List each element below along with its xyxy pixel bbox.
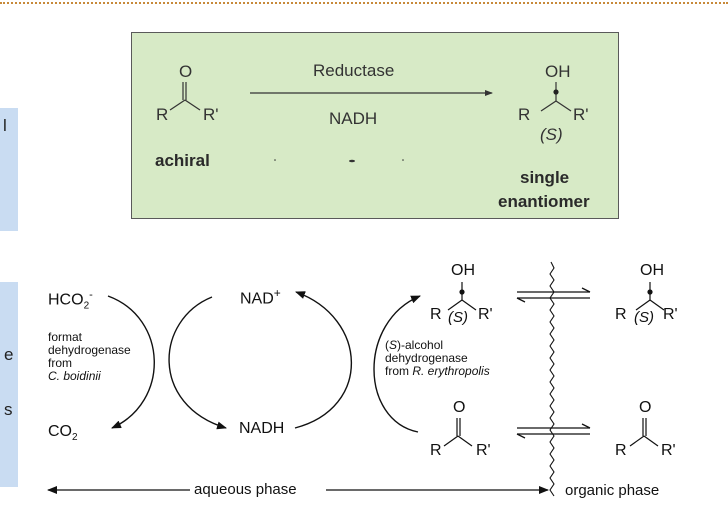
top-alcohol-r: R [518, 105, 531, 124]
organic-phase-label: organic phase [565, 482, 660, 499]
alcohol-right-s: (S) [634, 309, 654, 326]
ketone-left-bonds [443, 418, 473, 447]
ketone-to-alcohol-arc [373, 295, 421, 433]
aqueous-phase-label: aqueous phase [194, 481, 297, 498]
ketone-left-oxygen: O [453, 399, 466, 416]
side-panel-bottom-letter-1: e [4, 345, 14, 364]
top-dotted-border [0, 2, 728, 4]
top-alcohol-r-prime: R' [573, 105, 589, 124]
top-ketone-r-prime: R' [203, 105, 219, 124]
side-panel-bottom-letter-2: s [4, 400, 13, 419]
nad-plus-label: NAD+ [240, 286, 281, 308]
alcohol-left-s: (S) [448, 309, 468, 326]
enzyme2-label: (S)-alcohol dehydrogenase from R. erythr… [385, 338, 490, 378]
nadh-label: NADH [239, 420, 285, 437]
alcohol-right-bonds [635, 282, 665, 311]
nadh-to-nad-arc [294, 291, 353, 429]
enzyme1-label: format dehydrogenase from C. boidinii [48, 330, 131, 383]
top-ketone-oxygen: O [179, 62, 193, 81]
achiral-label: achiral [155, 151, 210, 170]
single-label: single [520, 168, 570, 187]
top-alcohol-bonds [540, 82, 572, 112]
top-alcohol-config: (S) [540, 125, 563, 144]
arc-to-nadh [168, 296, 227, 430]
ketone-right-r: R [615, 442, 627, 459]
co2-label: CO2 [48, 423, 78, 444]
ketone-right-r-prime: R' [661, 442, 676, 459]
alcohol-right-r: R [615, 306, 627, 323]
enantiomer-label: enantiomer [498, 192, 590, 211]
top-alcohol-stereo-dot [553, 89, 559, 95]
alcohol-left-r: R [430, 306, 442, 323]
side-panel-top-letter: l [3, 116, 7, 135]
phase-boundary [549, 261, 555, 497]
arrow-label-nadh: NADH [329, 109, 378, 128]
alcohol-left-oh: OH [451, 262, 475, 279]
side-panel-top [0, 108, 18, 231]
top-ketone-bonds [169, 82, 201, 111]
formate-label: HCO2- [48, 289, 93, 312]
side-panel-bottom [0, 282, 18, 487]
ketone-right-bonds [629, 418, 659, 447]
alcohol-left-bonds [447, 282, 477, 311]
alcohol-right-oh: OH [640, 262, 664, 279]
alcohol-right-r-prime: R' [663, 306, 678, 323]
arrow-label-reductase: Reductase [313, 61, 395, 80]
ketone-right-oxygen: O [639, 399, 652, 416]
equilibrium-upper [516, 287, 591, 303]
top-ketone-r: R [156, 105, 169, 124]
alcohol-left-r-prime: R' [478, 306, 493, 323]
ketone-left-r: R [430, 442, 442, 459]
reaction-summary-box [131, 32, 619, 219]
formate-arc [107, 295, 155, 429]
top-alcohol-oh: OH [545, 62, 571, 81]
equilibrium-lower [516, 423, 591, 439]
ketone-left-r-prime: R' [476, 442, 491, 459]
